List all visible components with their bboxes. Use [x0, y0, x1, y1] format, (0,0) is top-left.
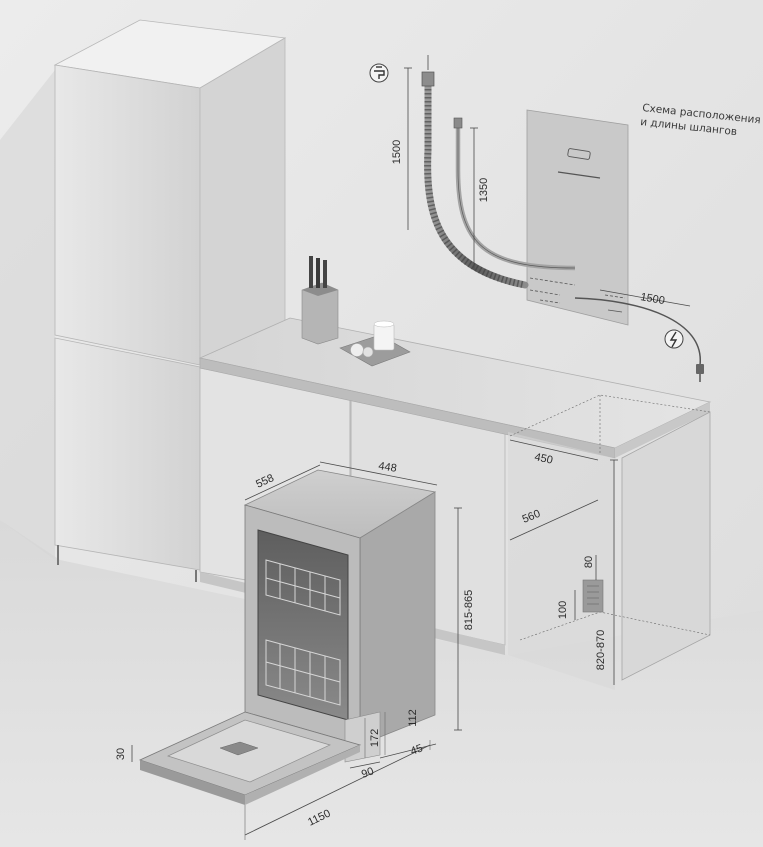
niche-outline [508, 394, 711, 690]
tray [339, 320, 411, 367]
inlet-hose [421, 55, 529, 289]
rear-height-label: 100 [557, 601, 569, 619]
plinth-height-label: 112 [407, 709, 419, 727]
tall-cabinet [53, 19, 287, 582]
door-thickness-label: 30 [115, 748, 127, 760]
upper-rack [265, 559, 341, 616]
knife-block [301, 256, 339, 345]
power-plug-icon [664, 329, 684, 349]
niche-dimensions [509, 439, 618, 685]
drain-hose [453, 117, 576, 271]
dishwasher-dimensions [131, 461, 462, 840]
wall-shadow [0, 70, 55, 560]
door-gap-label: 90 [360, 765, 376, 780]
rear-gap-label: 80 [583, 556, 595, 568]
width-label: 448 [378, 460, 398, 475]
plinth-depth-label: 172 [369, 729, 381, 747]
niche-width-label: 450 [533, 451, 553, 467]
plinth-offset-label: 45 [409, 742, 425, 757]
dishwasher [138, 469, 437, 805]
height-range-label: 815-865 [463, 590, 475, 630]
hose-layout-panel [526, 109, 629, 326]
inlet-hose-length: 1500 [391, 140, 403, 164]
hose-dimensions [404, 67, 691, 307]
drain-hose-length: 1350 [478, 178, 490, 202]
power-cable-length: 1500 [639, 291, 665, 307]
water-tap-icon [369, 63, 389, 83]
lower-rack [265, 639, 341, 706]
niche-height-label: 820-870 [595, 630, 607, 670]
power-cable [574, 297, 704, 382]
